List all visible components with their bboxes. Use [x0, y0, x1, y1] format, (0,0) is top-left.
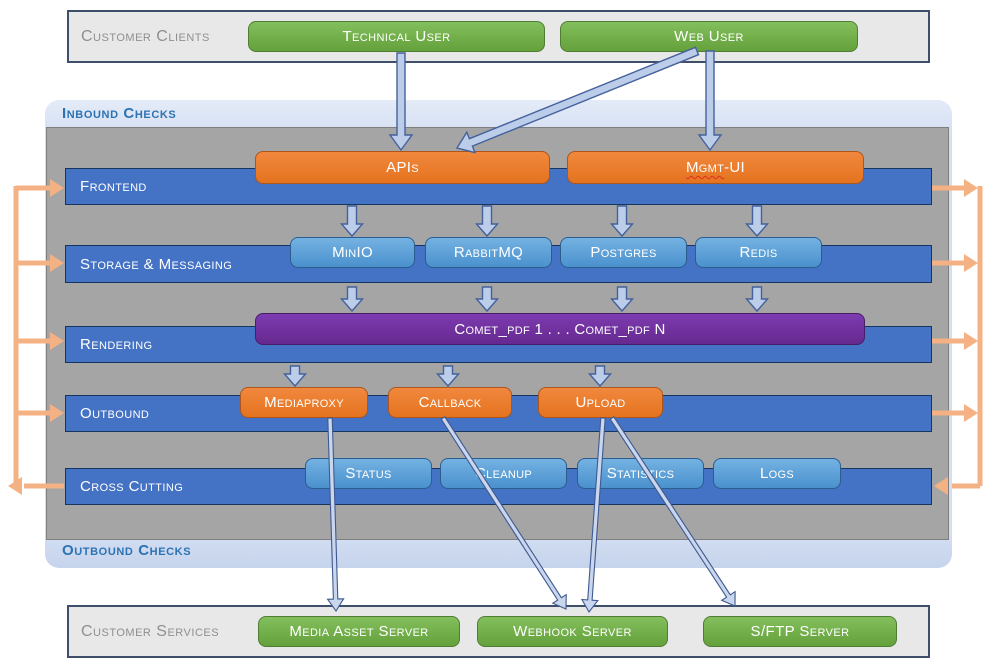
- technical-user-node: Technical User: [248, 21, 545, 52]
- comet-pdf-node: Comet_pdf 1 . . . Comet_pdf N: [255, 313, 865, 345]
- logs-node: Logs: [713, 458, 841, 489]
- rendering-row-label: Rendering: [80, 336, 153, 353]
- callback-node: Callback: [388, 387, 512, 418]
- minio-node: MinIO: [290, 237, 415, 268]
- mgmt-ui-label-rest: -UI: [724, 159, 746, 176]
- cross-cutting-row-label: Cross Cutting: [80, 478, 184, 495]
- mediaproxy-node: Mediaproxy: [240, 387, 368, 418]
- rabbitmq-node: RabbitMQ: [425, 237, 552, 268]
- web-user-node: Web User: [560, 21, 858, 52]
- mgmt-ui-node: Mgmt-UI: [567, 151, 864, 184]
- outbound-checks-label: Outbound Checks: [62, 542, 192, 559]
- redis-node: Redis: [695, 237, 822, 268]
- status-node: Status: [305, 458, 432, 489]
- sftp-server-node: S/FTP Server: [703, 616, 897, 647]
- frontend-row-label: Frontend: [80, 178, 147, 195]
- media-asset-server-node: Media Asset Server: [258, 616, 460, 647]
- apis-node: APIs: [255, 151, 550, 184]
- statistics-node: Statistics: [577, 458, 704, 489]
- mgmt-ui-label-main: Mgmt: [685, 159, 725, 176]
- customer-services-label: Customer Services: [81, 622, 220, 640]
- cleanup-node: Cleanup: [440, 458, 567, 489]
- inbound-checks-label: Inbound Checks: [62, 105, 177, 122]
- customer-clients-label: Customer Clients: [81, 27, 210, 45]
- postgres-node: Postgres: [560, 237, 687, 268]
- outbound-row-label: Outbound: [80, 405, 150, 422]
- upload-node: Upload: [538, 387, 663, 418]
- storage-messaging-row-label: Storage & Messaging: [80, 255, 233, 273]
- webhook-server-node: Webhook Server: [477, 616, 668, 647]
